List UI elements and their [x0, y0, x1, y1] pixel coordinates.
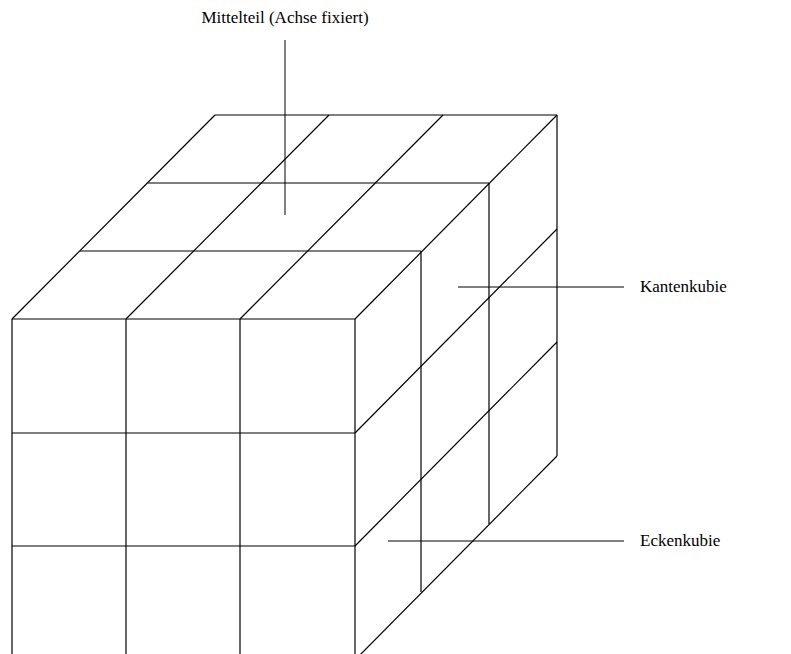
leader-line — [458, 287, 624, 288]
part-label: Kantenkubie — [640, 277, 727, 297]
part-label: Eckenkubie — [640, 531, 720, 551]
front-face — [12, 319, 355, 654]
part-label: Mittelteil (Achse fixiert) — [201, 8, 368, 28]
right-face — [355, 115, 557, 654]
leader-line — [388, 541, 624, 542]
leader-line — [285, 40, 286, 215]
leader-lines — [285, 40, 624, 541]
